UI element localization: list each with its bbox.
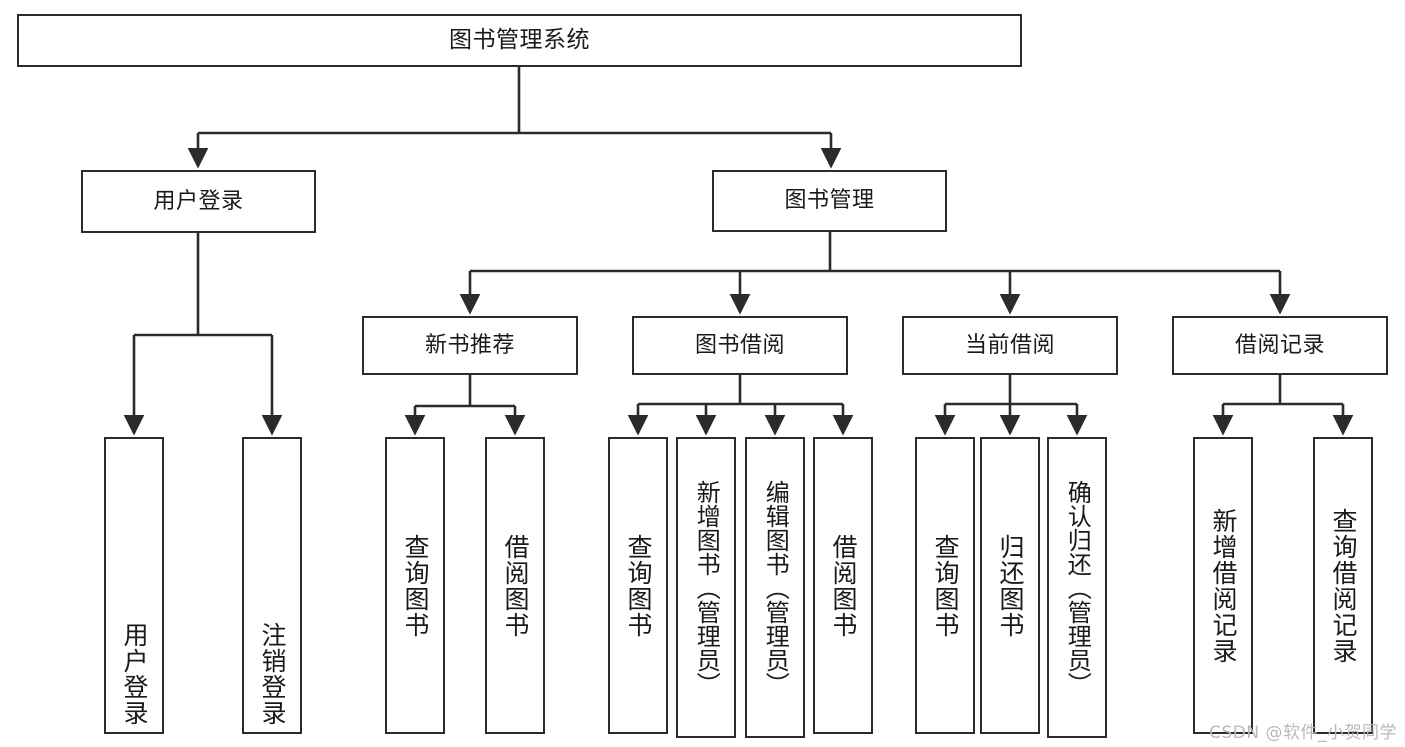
leaf-borrow-book-1-label: 借阅图书: [501, 533, 530, 638]
node-book-manage[interactable]: 图书管理: [712, 170, 947, 232]
leaf-query-book-1[interactable]: 查询图书: [385, 437, 445, 734]
node-current-borrow-label: 当前借阅: [964, 332, 1055, 358]
node-current-borrow[interactable]: 当前借阅: [902, 316, 1118, 375]
watermark: CSDN @软件_小贺同学: [1209, 723, 1397, 743]
leaf-confirm-return[interactable]: 确认归还（管理员）: [1047, 437, 1107, 738]
leaf-return-book-label: 归还图书: [996, 533, 1025, 638]
node-new-book-recommend-label: 新书推荐: [424, 332, 515, 358]
leaf-add-borrow-record-label: 新增借阅记录: [1209, 507, 1238, 664]
leaf-borrow-book-2[interactable]: 借阅图书: [813, 437, 873, 734]
leaf-user-login-label: 用户登录: [120, 622, 149, 726]
leaf-logout-label: 注销登录: [258, 622, 287, 726]
node-book-manage-label: 图书管理: [784, 188, 875, 214]
leaf-query-book-2[interactable]: 查询图书: [608, 437, 668, 734]
leaf-query-book-1-label: 查询图书: [401, 533, 430, 638]
node-root[interactable]: 图书管理系统: [17, 14, 1022, 67]
node-borrow-record-label: 借阅记录: [1234, 332, 1325, 358]
leaf-logout[interactable]: 注销登录: [242, 437, 302, 734]
node-new-book-recommend[interactable]: 新书推荐: [362, 316, 578, 375]
leaf-add-book-label: 新增图书（管理员）: [692, 479, 721, 696]
node-book-borrow-label: 图书借阅: [694, 332, 785, 358]
node-borrow-record[interactable]: 借阅记录: [1172, 316, 1388, 375]
node-user-login-label: 用户登录: [153, 188, 244, 214]
leaf-borrow-book-1[interactable]: 借阅图书: [485, 437, 545, 734]
leaf-return-book[interactable]: 归还图书: [980, 437, 1040, 734]
leaf-add-book[interactable]: 新增图书（管理员）: [676, 437, 736, 738]
node-root-label: 图书管理系统: [449, 27, 590, 54]
leaf-user-login[interactable]: 用户登录: [104, 437, 164, 734]
node-user-login[interactable]: 用户登录: [81, 170, 316, 233]
leaf-query-borrow-record-label: 查询借阅记录: [1329, 507, 1358, 664]
leaf-add-borrow-record[interactable]: 新增借阅记录: [1193, 437, 1253, 734]
leaf-edit-book-label: 编辑图书（管理员）: [761, 479, 790, 696]
leaf-query-book-3-label: 查询图书: [931, 533, 960, 638]
leaf-borrow-book-2-label: 借阅图书: [829, 533, 858, 638]
leaf-edit-book[interactable]: 编辑图书（管理员）: [745, 437, 805, 738]
leaf-query-book-2-label: 查询图书: [624, 533, 653, 638]
leaf-confirm-return-label: 确认归还（管理员）: [1063, 479, 1092, 696]
leaf-query-borrow-record[interactable]: 查询借阅记录: [1313, 437, 1373, 734]
node-book-borrow[interactable]: 图书借阅: [632, 316, 848, 375]
leaf-query-book-3[interactable]: 查询图书: [915, 437, 975, 734]
